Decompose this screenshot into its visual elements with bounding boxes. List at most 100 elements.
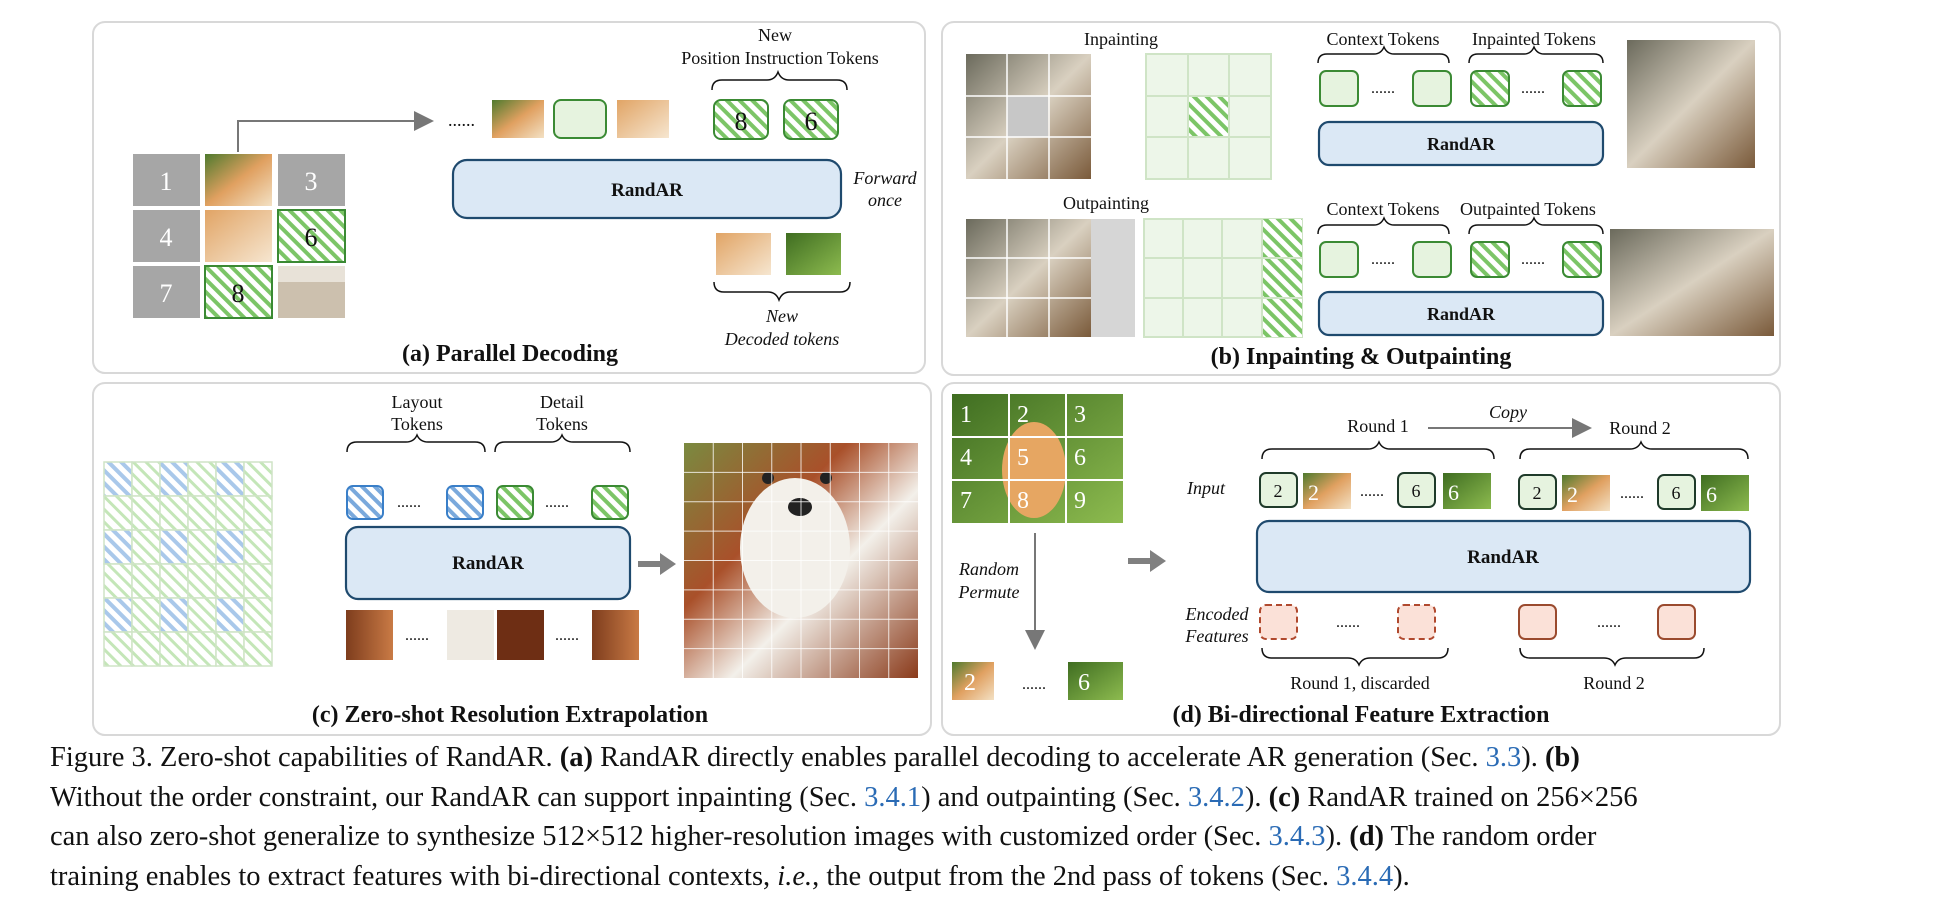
dots: ......: [405, 627, 429, 644]
new-position-label-2: Position Instruction Tokens: [681, 48, 878, 68]
layout-grid-cell: [159, 461, 189, 497]
layout-grid-cell: [159, 529, 189, 565]
detail-token: [591, 485, 629, 520]
grid-number-label: 5: [1017, 445, 1029, 471]
section-link[interactable]: 3.4.1: [864, 781, 922, 813]
section-link[interactable]: 3.4.4: [1336, 860, 1394, 892]
encoded-feature: [1657, 604, 1696, 640]
round-2-label: Round 2: [1609, 418, 1671, 438]
output-patch: [592, 610, 639, 660]
output-patch: [346, 610, 393, 660]
detail-tokens-label-2: Tokens: [536, 414, 588, 434]
forward-once-1: Forward: [852, 168, 917, 188]
input-label: Input: [1186, 478, 1226, 498]
inpainted-tokens-label: Inpainted Tokens: [1472, 29, 1596, 49]
permuted-tile-6: [1068, 662, 1123, 700]
panel-c-frame: [92, 382, 932, 736]
context-tokens-label-bottom: Context Tokens: [1327, 199, 1440, 219]
panel-d-frame: [941, 382, 1781, 736]
cat-image-tile: [205, 154, 272, 206]
section-link[interactable]: 3.4.3: [1268, 821, 1326, 852]
brace-round2: [1519, 440, 1749, 460]
layout-tokens-label-1: Layout: [392, 392, 443, 412]
brace-round1-discarded: [1261, 647, 1449, 667]
detail-grid-cell: [187, 529, 217, 565]
section-link[interactable]: 3.4.2: [1187, 781, 1245, 813]
input-image-token-label: 2: [1308, 480, 1319, 505]
grid-number-label: 7: [960, 488, 972, 514]
encoded-feature: [1518, 604, 1557, 640]
copy-label: Copy: [1489, 402, 1527, 422]
caption-bold: (b): [1545, 742, 1580, 773]
input-token-6: [1657, 474, 1696, 510]
round2-bottom-label: Round 2: [1583, 673, 1645, 693]
outpainted-result-image: [1610, 229, 1774, 336]
round-1-label: Round 1: [1347, 416, 1409, 436]
input-token-2-label: 2: [1533, 483, 1542, 503]
new-decoded-label-2: Decoded tokens: [724, 329, 839, 349]
context-token: [1319, 241, 1359, 278]
output-patch: [447, 610, 494, 660]
caption-text: RandAR trained on 256×256: [1300, 781, 1638, 813]
caption-text: ).: [1393, 860, 1410, 892]
dots: ......: [545, 494, 569, 511]
brace-position-tokens: [711, 69, 848, 91]
brace-context-top: [1317, 45, 1450, 64]
caption-bold: (c): [1268, 781, 1301, 813]
grid-number-6: 6: [305, 223, 318, 252]
figure-diagram: 1 3 4 6 7 8 ...... New Position Instruct…: [92, 21, 1781, 736]
brace-round2-bottom: [1519, 647, 1705, 667]
detail-grid-cell: [131, 461, 161, 497]
randar-label-b-top: RandAR: [1427, 134, 1496, 154]
context-tokens-label-top: Context Tokens: [1327, 29, 1440, 49]
grid-number-8: 8: [232, 279, 245, 308]
random-permute-1: Random: [958, 559, 1019, 579]
outpainting-label: Outpainting: [1063, 193, 1149, 213]
inpainted-token: [1470, 70, 1510, 107]
caption-line-4: training enables to extract features wit…: [50, 857, 1890, 897]
detail-grid-cell: [243, 597, 273, 633]
permuted-tile-2-label: 2: [964, 670, 976, 696]
grid-number-label: 8: [1017, 488, 1029, 514]
input-token-2: [1518, 474, 1557, 510]
detail-grid-cell: [243, 529, 273, 565]
decoded-grass-token: [786, 233, 841, 275]
caption-text: , the output from the 2nd pass of tokens…: [812, 860, 1337, 892]
detail-grid-cell: [187, 597, 217, 633]
outpainting-source-image: [966, 219, 1135, 337]
layout-grid-cell: [215, 597, 245, 633]
caption-text: The random order: [1384, 821, 1597, 852]
new-decoded-label-1: New: [765, 306, 798, 326]
inpainted-token: [1562, 70, 1602, 107]
grid-number-label: 6: [1074, 445, 1086, 471]
inpainted-result-image: [1627, 40, 1755, 168]
grid-number-7: 7: [160, 279, 173, 308]
caption-bold: (a): [559, 742, 593, 773]
caption-text: ) and outpainting (Sec.: [921, 781, 1188, 813]
detail-grid-cell: [103, 495, 133, 531]
detail-grid-cell: [243, 495, 273, 531]
resolution-token-grid[interactable]: [103, 461, 273, 667]
panel-b-title: (b) Inpainting & Outpainting: [1211, 344, 1512, 370]
caption-line-2: Without the order constraint, our RandAR…: [50, 778, 1890, 818]
caption-text: Without the order constraint, our RandAR…: [50, 781, 865, 813]
inpainting-mask-grid: [1145, 53, 1272, 180]
caption-bold: (d): [1349, 821, 1385, 852]
detail-grid-cell: [215, 563, 245, 599]
section-link[interactable]: 3.3: [1485, 742, 1522, 773]
context-token: [1412, 241, 1452, 278]
randar-box-d: [1255, 519, 1752, 594]
detail-grid-cell: [243, 461, 273, 497]
brace-layout: [346, 433, 486, 453]
figure-caption: Figure 3. Zero-shot capabilities of Rand…: [50, 738, 1890, 896]
layout-grid-cell: [215, 529, 245, 565]
input-image-token: [1562, 475, 1610, 511]
permuted-tile-6-label: 6: [1078, 670, 1090, 696]
input-token-6: [1397, 472, 1436, 508]
decoded-cat-token: [716, 233, 771, 275]
output-patch: [497, 610, 544, 660]
panel-a-token-grid: 1 3 4 6 7 8: [133, 154, 346, 319]
outpainted-token: [1470, 241, 1510, 278]
caption-text: ).: [1325, 821, 1350, 852]
caption-text: can also zero-shot generalize to synthes…: [50, 821, 1269, 852]
